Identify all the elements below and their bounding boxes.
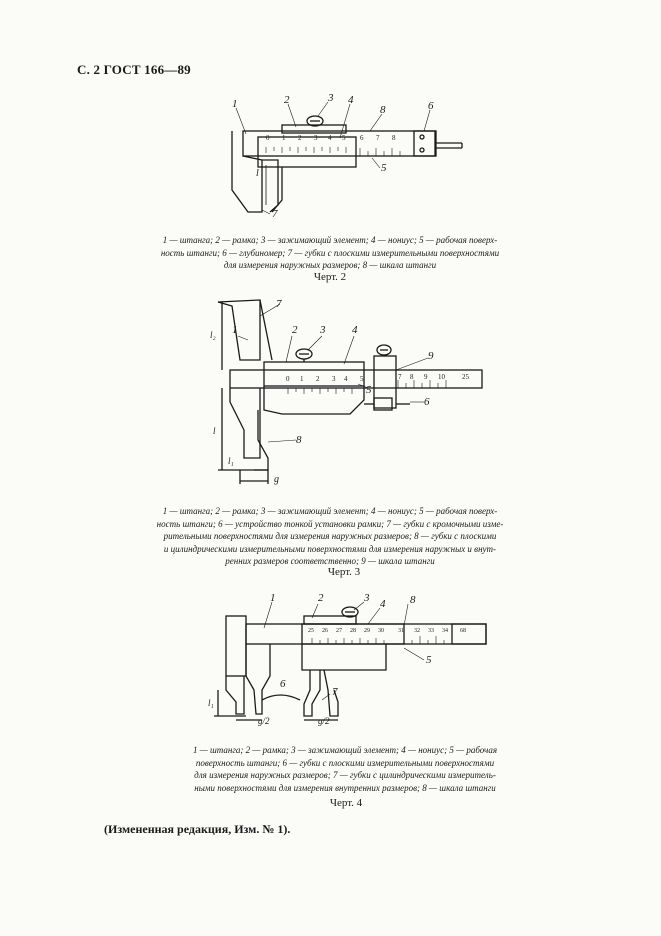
fig4-main-digit: 32 xyxy=(414,628,420,634)
fig3-vernier-digit: 0 xyxy=(286,375,290,383)
caption-line: для измерения наружных размеров; 7 — губ… xyxy=(194,770,496,781)
fig2-main-digit: 7 xyxy=(376,134,380,142)
fig4-label-7: 7 xyxy=(332,686,338,698)
fig4-main-digit: 33 xyxy=(428,628,434,634)
fig2-vernier-digit: 4 xyxy=(328,134,332,142)
fig3-label-8: 8 xyxy=(296,434,302,446)
fig3-dim-l1: l₁ xyxy=(228,456,234,466)
fig3-vernier-digit: 3 xyxy=(332,375,336,383)
fig3-dim-g: g xyxy=(274,474,279,485)
fig4-vernier-digit: 26 xyxy=(322,628,328,634)
caption-line: ность штанги; 6 — глубиномер; 7 — губки … xyxy=(160,247,500,258)
figure-2-drawing xyxy=(231,101,463,215)
fig4-caption: 1 — штанга; 2 — рамка; 3 — зажимающий эл… xyxy=(160,744,530,794)
fig2-vernier-digit: 0 xyxy=(266,134,270,142)
fig2-label-1: 1 xyxy=(232,98,238,110)
fig4-label-4: 4 xyxy=(380,598,386,610)
fig2-main-digit: 8 xyxy=(392,134,396,142)
fig3-main-digit: 9 xyxy=(424,373,428,381)
fig2-main-digit: 6 xyxy=(360,134,364,142)
fig2-vernier-digit: 2 xyxy=(298,134,302,142)
caption-line: рительными поверхностями для измерения н… xyxy=(163,531,497,542)
fig3-label-1: 1 xyxy=(232,324,238,336)
fig3-label-9: 9 xyxy=(428,350,434,362)
fig2-label-6: 6 xyxy=(428,100,434,112)
fig3-label-4: 4 xyxy=(352,324,358,336)
fig4-main-digit: 34 xyxy=(442,628,448,634)
fig4-vernier-digit: 28 xyxy=(350,628,356,634)
fig4-label-6: 6 xyxy=(280,678,286,690)
fig3-label-7: 7 xyxy=(276,298,282,310)
fig3-main-digit: 8 xyxy=(410,373,414,381)
figure-4-drawing xyxy=(214,601,487,721)
fig2-label-2: 2 xyxy=(284,94,290,106)
fig3-caption: 1 — штанга; 2 — рамка; 3 — зажимающий эл… xyxy=(140,505,520,568)
fig2-caption: 1 — штанга; 2 — рамка; 3 — зажимающий эл… xyxy=(140,234,520,272)
fig3-label-3: 3 xyxy=(320,324,326,336)
caption-line: поверхность штанги; 6 — губки с плоскими… xyxy=(195,757,495,768)
fig2-label-4: 4 xyxy=(348,94,354,106)
caption-line: 1 — штанга; 2 — рамка; 3 — зажимающий эл… xyxy=(192,745,498,755)
fig3-vernier-digit: 5 xyxy=(360,375,364,383)
fig3-main-digit: 10 xyxy=(438,373,445,381)
fig2-vernier-digit: 3 xyxy=(314,134,318,142)
figure-3-drawing xyxy=(217,299,483,484)
fig3-vernier-digit: 1 xyxy=(300,375,304,383)
fig3-main-digit: 25 xyxy=(462,373,469,381)
page-header: С. 2 ГОСТ 166—89 xyxy=(77,62,191,77)
fig4-label-3: 3 xyxy=(364,592,370,604)
caption-line: ными поверхностями для измерения внутрен… xyxy=(194,782,496,793)
fig4-dim-g2-left: g/2 xyxy=(258,716,270,726)
amendment-note: (Измененная редакция, Изм. № 1). xyxy=(104,822,291,836)
fig4-label-8: 8 xyxy=(410,594,416,606)
fig4-label-1: 1 xyxy=(270,592,276,604)
caption-line: 1 — штанга; 2 — рамка; 3 — зажимающий эл… xyxy=(162,506,498,516)
fig4-vernier-digit: 30 xyxy=(378,628,384,634)
fig3-dim-l: l xyxy=(213,426,216,436)
caption-line: ренних размеров соответственно; 9 — шкал… xyxy=(225,556,435,567)
fig4-vernier-digit: 29 xyxy=(364,628,370,634)
fig3-vernier-digit: 2 xyxy=(316,375,320,383)
fig3-label-6: 6 xyxy=(424,396,430,408)
fig3-vernier-digit: 4 xyxy=(344,375,348,383)
fig4-label-5: 5 xyxy=(426,654,432,666)
fig2-dim-l: l xyxy=(256,168,259,179)
fig3-main-digit: 7 xyxy=(398,373,402,381)
fig2-label-7: 7 xyxy=(272,208,278,220)
fig4-vernier-digit: 27 xyxy=(336,628,342,634)
fig3-dim-l2: l₂ xyxy=(210,330,216,340)
fig4-dim-l1: l₁ xyxy=(208,698,214,708)
caption-line: ность штанги; 6 — устройство тонкой уста… xyxy=(156,518,504,529)
fig2-title: Черт. 2 xyxy=(313,271,347,283)
fig4-dim-g2-right: g/2 xyxy=(318,716,330,726)
fig4-main-digit: 68 xyxy=(460,628,466,634)
caption-line: для измерения наружных размеров; 8 — шка… xyxy=(223,260,437,271)
fig3-title: Черт. 3 xyxy=(327,566,361,578)
fig4-main-digit: 31 xyxy=(398,628,404,634)
fig4-label-2: 2 xyxy=(318,592,324,604)
fig2-vernier-digit: 5 xyxy=(342,134,346,142)
fig3-label-5: 5 xyxy=(366,384,372,396)
fig2-label-5: 5 xyxy=(381,162,387,174)
caption-line: 1 — штанга; 2 — рамка; 3 — зажимающий эл… xyxy=(162,235,498,245)
fig4-title: Черт. 4 xyxy=(329,797,363,809)
fig3-label-2: 2 xyxy=(292,324,298,336)
fig2-label-3: 3 xyxy=(328,92,334,104)
caption-line: и цилиндрическими измерительными поверхн… xyxy=(163,543,497,554)
fig4-vernier-digit: 25 xyxy=(308,628,314,634)
fig2-label-8: 8 xyxy=(380,104,386,116)
fig2-vernier-digit: 1 xyxy=(282,134,286,142)
